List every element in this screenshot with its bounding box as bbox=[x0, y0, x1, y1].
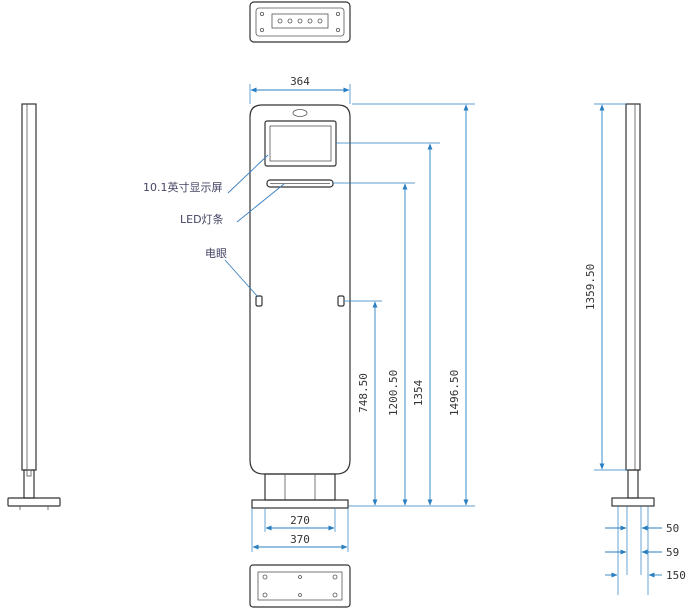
dim-side: 1359.50 50 59 150 bbox=[584, 103, 686, 582]
dim-heights: 748.50 1200.50 1354 1496.50 bbox=[333, 103, 475, 507]
front-view bbox=[249, 104, 351, 509]
right-side-view bbox=[611, 103, 655, 595]
dim-label-364: 364 bbox=[290, 75, 310, 88]
dim-label-270: 270 bbox=[290, 514, 310, 527]
dim-label-50: 50 bbox=[666, 522, 679, 535]
dim-label-370: 370 bbox=[290, 533, 310, 546]
callouts: 10.1英寸显示屏 LED灯条 电眼 bbox=[143, 154, 285, 298]
left-side-view bbox=[7, 103, 61, 510]
top-view bbox=[249, 1, 351, 43]
dim-base: 270 370 bbox=[251, 508, 349, 552]
callout-led-strip: LED灯条 bbox=[180, 212, 224, 226]
callout-electric-eye: 电眼 bbox=[205, 247, 227, 260]
dim-label-1496: 1496.50 bbox=[448, 370, 461, 416]
dim-label-59: 59 bbox=[666, 546, 679, 559]
callout-screen: 10.1英寸显示屏 bbox=[143, 180, 223, 194]
dim-label-748: 748.50 bbox=[357, 373, 370, 413]
dim-label-1200: 1200.50 bbox=[387, 370, 400, 416]
dim-label-150: 150 bbox=[666, 569, 686, 582]
dim-width-top: 364 bbox=[249, 75, 351, 104]
dim-label-1354: 1354 bbox=[412, 379, 425, 406]
dim-label-1359: 1359.50 bbox=[584, 264, 597, 310]
bottom-view bbox=[249, 564, 351, 608]
